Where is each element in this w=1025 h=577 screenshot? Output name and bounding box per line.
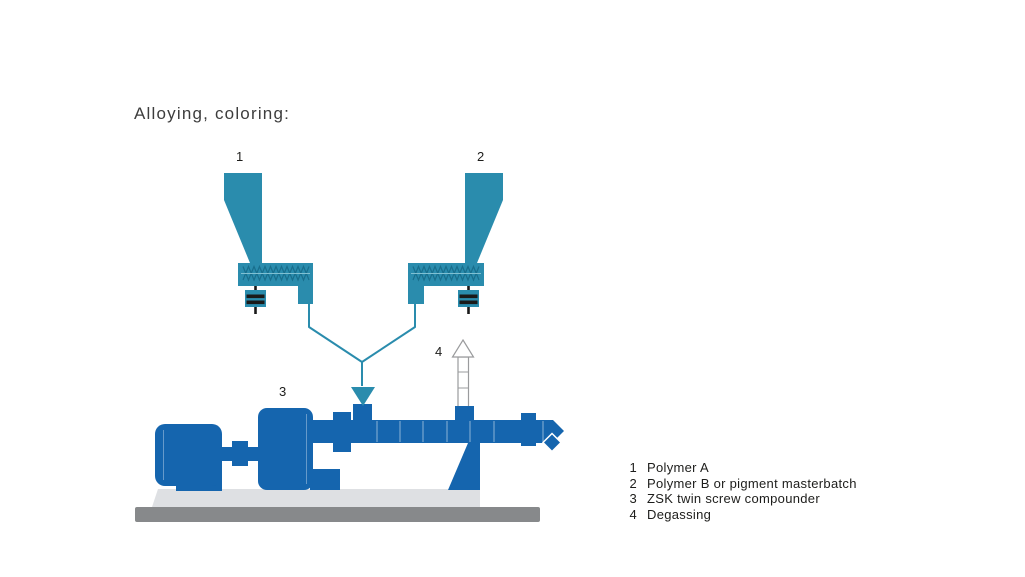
barrel-flange-left [333, 412, 351, 452]
page-title: Alloying, coloring: [134, 104, 291, 123]
machine-base-plate [152, 489, 480, 507]
marker-hopper-b: 2 [477, 149, 485, 164]
barrel [313, 420, 548, 443]
floor-bar [135, 507, 540, 522]
legend-item-number: 4 [629, 506, 637, 522]
legend-item-label: Polymer B or pigment masterbatch [647, 475, 857, 491]
hopper-2-icon [465, 173, 503, 263]
barrel-segment-lines [376, 421, 544, 442]
marker-compounder: 3 [279, 384, 287, 399]
twin-screw-compounder [155, 404, 564, 491]
gearbox-step [310, 469, 340, 490]
legend-item: 1 Polymer A [628, 460, 857, 476]
discharge-valve-2 [458, 286, 479, 314]
coupling [222, 441, 258, 466]
motor [155, 424, 222, 486]
legend-item-number: 2 [629, 475, 637, 491]
legend-item-number: 1 [629, 460, 637, 475]
die-tip [541, 432, 563, 453]
legend-item: 4 Degassing [628, 507, 857, 523]
degassing-vent-icon [451, 338, 475, 408]
degassing-port [455, 406, 474, 421]
gearbox [258, 408, 313, 490]
legend-item-label: ZSK twin screw compounder [647, 491, 820, 507]
legend-item-label: Degassing [647, 506, 712, 522]
marker-degassing: 4 [435, 344, 443, 359]
hopper-1-icon [224, 173, 262, 263]
marker-hopper-a: 1 [236, 149, 244, 164]
legend-item: 3 ZSK twin screw compounder [628, 491, 857, 507]
feed-port [353, 404, 372, 421]
legend-item-number: 3 [629, 491, 637, 507]
screw-feeder-1 [238, 263, 313, 304]
downpipe [308, 304, 416, 406]
screw-feeder-2 [408, 263, 484, 304]
legend: 1 Polymer A 2 Polymer B or pigment maste… [628, 460, 857, 522]
feed-arrow-icon [351, 387, 375, 406]
barrel-flange-right [521, 413, 536, 446]
barrel-support [448, 443, 480, 490]
legend-item: 2 Polymer B or pigment masterbatch [628, 476, 857, 492]
discharge-valve-1 [245, 286, 266, 314]
legend-item-label: Polymer A [647, 460, 709, 475]
